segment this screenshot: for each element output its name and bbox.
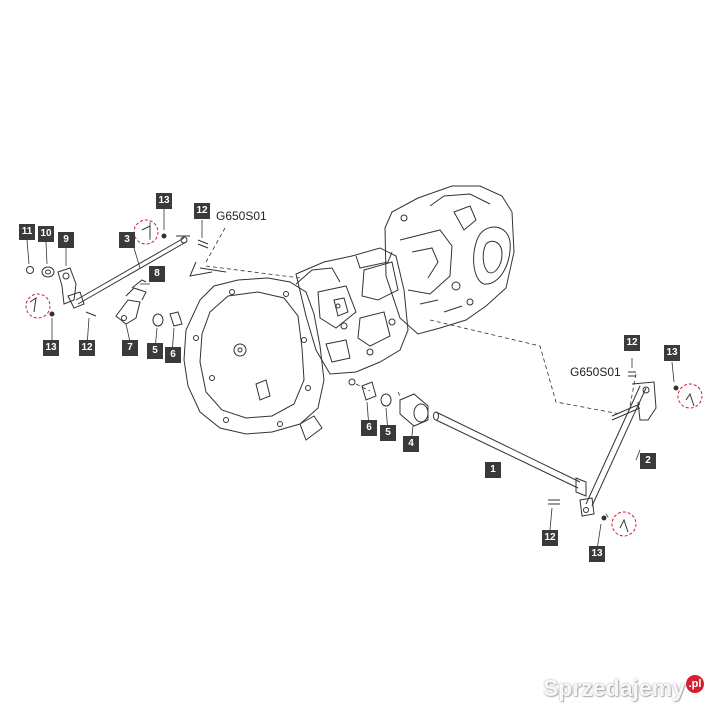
- sleeve-6-left: [169, 311, 183, 327]
- callout-3-rod: 3: [119, 232, 135, 248]
- callout-12-upper-pin: 12: [194, 203, 210, 219]
- callout-6-sleeve-front: 6: [361, 420, 377, 436]
- shift-shaft-1: [433, 411, 587, 497]
- callout-11-washer: 11: [19, 224, 35, 240]
- oring-5-front: [380, 393, 392, 407]
- sleeve-6-front: [361, 381, 377, 401]
- callout-7-lever: 7: [122, 340, 138, 356]
- upper-shift-rod-3: [67, 235, 190, 309]
- bushing-4: [399, 393, 429, 427]
- callout-5-oring-left: 5: [147, 343, 163, 359]
- clip-13-right-bottom: [601, 515, 629, 533]
- callout-8-pin: 8: [149, 266, 165, 282]
- callout-1-shaft: 1: [485, 462, 501, 478]
- callout-13-upper-clip: 13: [156, 193, 172, 209]
- lever-7: [115, 287, 147, 325]
- callout-4-bushing: 4: [403, 436, 419, 452]
- pin-12-right-bottom: [548, 499, 560, 505]
- watermark-brand: Sprzedajemy: [543, 675, 685, 701]
- pin-12-right-top: [628, 371, 636, 377]
- site-watermark: Sprzedajemy.pl: [543, 675, 704, 702]
- rear-transmission-housing: [384, 185, 515, 335]
- clip-13-upper: [141, 225, 167, 239]
- middle-transmission-housing: [295, 247, 409, 386]
- watermark-tld-badge: .pl: [686, 675, 704, 694]
- callout-12-left-pin: 12: [79, 340, 95, 356]
- shift-rod-2: [579, 381, 657, 517]
- callout-6-sleeve-left: 6: [165, 347, 181, 363]
- callout-9-lever: 9: [58, 232, 74, 248]
- part-code-label-right: G650S01: [570, 365, 621, 379]
- callout-2-rod: 2: [640, 453, 656, 469]
- callout-12-right-top-pin: 12: [624, 335, 640, 351]
- clip-13-left: [29, 296, 55, 317]
- oring-5-left: [152, 313, 164, 327]
- clip-13-right-top: [673, 385, 695, 407]
- pin-8: [131, 279, 147, 289]
- washer-11: [26, 266, 34, 274]
- bushing-10: [41, 266, 55, 278]
- callout-leader-lines: [26, 208, 675, 551]
- callout-13-right-top-clip: 13: [664, 345, 680, 361]
- pin-12-upper: [197, 239, 209, 249]
- callout-10-bushing: 10: [38, 226, 54, 242]
- callout-13-left-clip: 13: [43, 340, 59, 356]
- threaded-end-g650s01-left: [189, 261, 227, 277]
- pin-12-left: [85, 311, 97, 317]
- callout-5-oring-front: 5: [380, 425, 396, 441]
- part-code-label-left: G650S01: [216, 209, 267, 223]
- callout-12-right-bottom-pin: 12: [542, 530, 558, 546]
- callout-13-right-bottom-clip: 13: [589, 546, 605, 562]
- bell-housing: [183, 267, 341, 441]
- threaded-end-g650s01-right: [611, 403, 641, 421]
- lever-9: [57, 267, 77, 305]
